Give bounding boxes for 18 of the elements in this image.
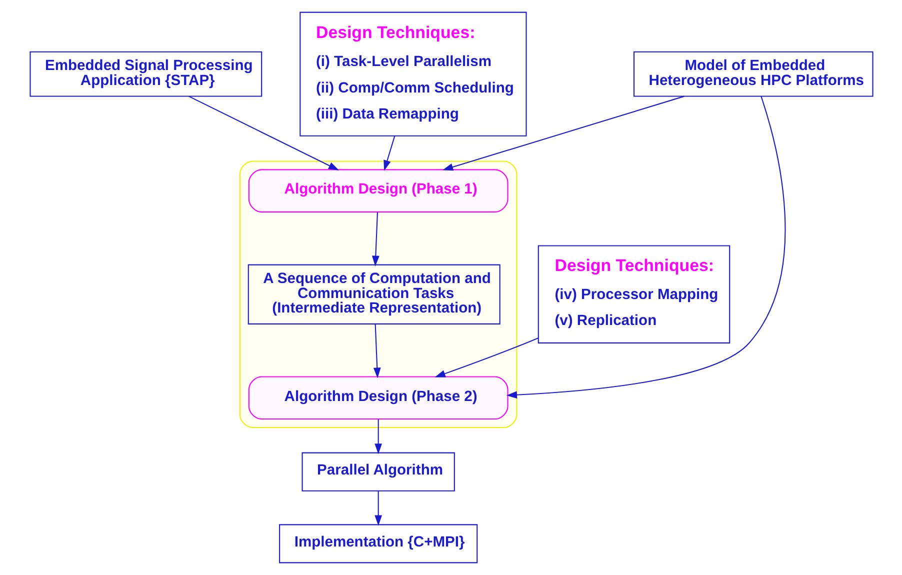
arrow: [442, 96, 684, 171]
arrow: [372, 324, 380, 378]
arrow: [371, 212, 379, 266]
arrow: [188, 96, 339, 170]
node-box: Parallel Algorithm: [301, 452, 454, 492]
node-box: Algorithm Design (Phase 1): [248, 169, 508, 212]
arrow: [374, 419, 382, 454]
arrow: [374, 491, 382, 526]
node-box: Implementation {C+MPI}: [278, 524, 478, 564]
node-box: Design Techniques: (iv) Processor Mapping (v) Replication: [537, 245, 730, 344]
arrow: [434, 338, 538, 378]
node-box: Algorithm Design (Phase 2): [248, 376, 508, 420]
arrow: [383, 136, 395, 171]
node-box: Model of Embedded Heterogeneous HPC Platforms: [632, 51, 873, 97]
node-box: A Sequence of Computation and Communication Tasks (Intermediate Representation): [247, 264, 500, 324]
node-box: Embedded Signal Processing Application {STAP}: [29, 51, 262, 97]
arrow: [506, 96, 786, 399]
node-box: Design Techniques: (i) Task-Level Parallelism (ii) Comp/Comm Scheduling (iii) Data Remapping: [299, 12, 526, 136]
